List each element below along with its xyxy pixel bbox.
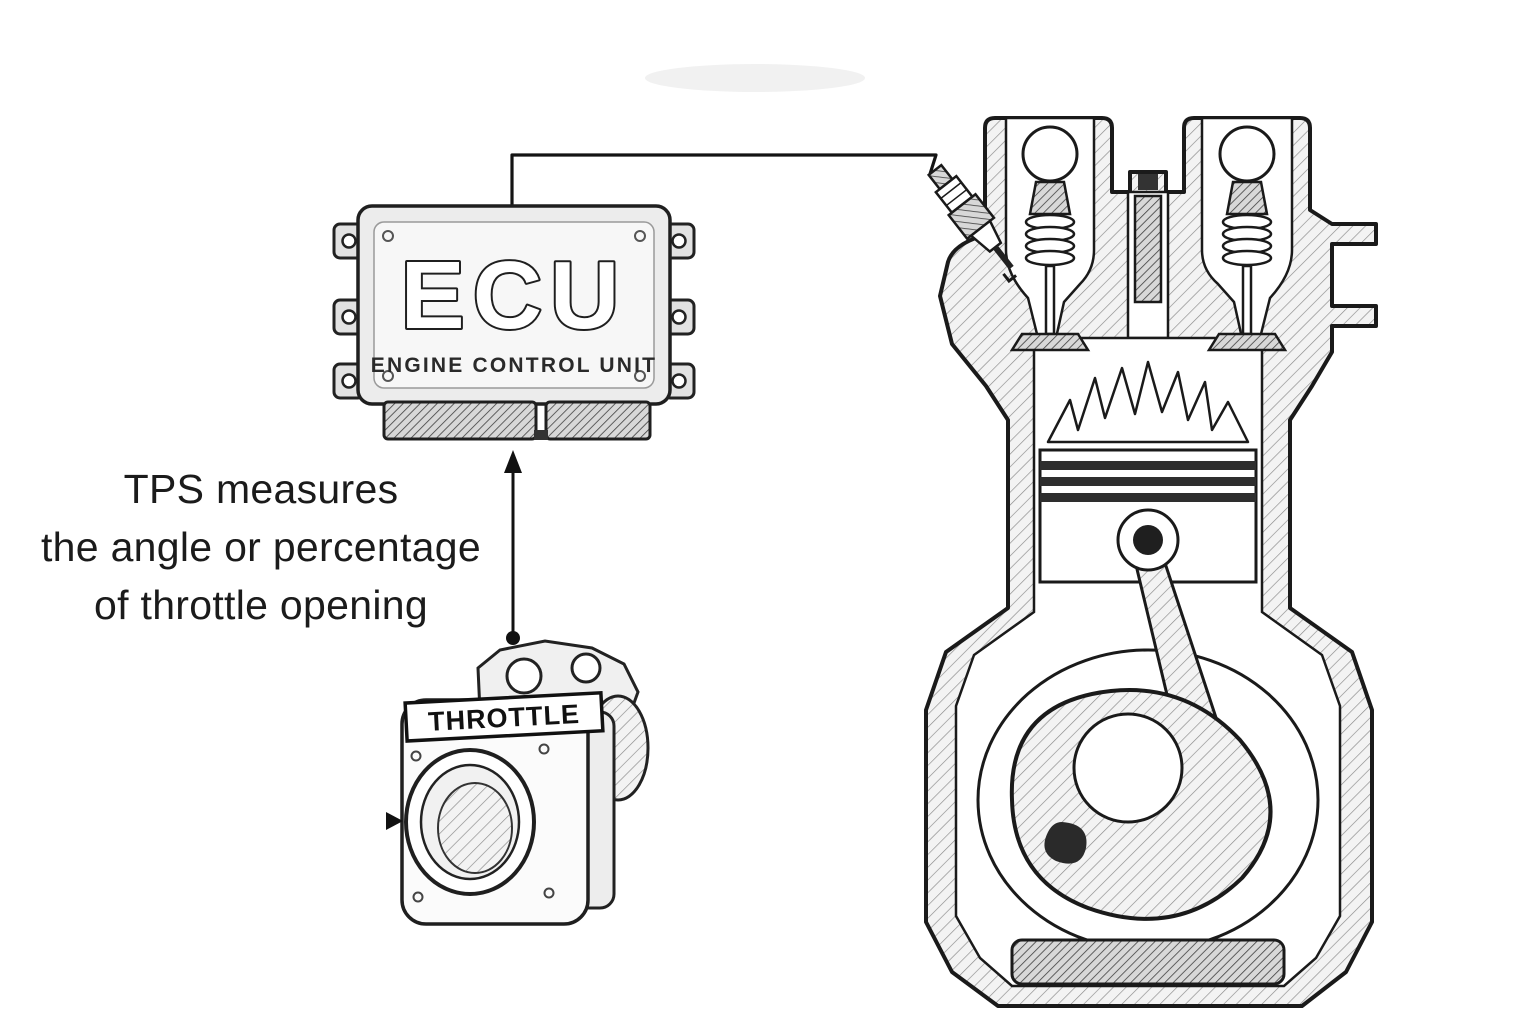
counterweight-lobe [1044,822,1087,864]
throttle-bore [404,748,536,896]
ecu-module: ECU ENGINE CONTROL UNIT [332,204,696,441]
ecu-faceplate [373,221,655,389]
ecu-connectors [382,400,652,441]
ecu-title: ECU [401,242,628,349]
annotation-line-1: TPS measures [123,466,399,512]
annotation-line-2: the angle or percentage [40,524,481,571]
ecu-face-screws [382,230,646,382]
throttle-top-boss-1 [505,657,543,695]
intake-valve [1009,125,1091,352]
ecu-to-engine-wire [510,153,938,208]
oil-pan [1010,938,1286,986]
spark-plug [926,163,1018,284]
throttle-banner: THROTTLE [403,690,605,743]
tps-annotation: TPS measures the angle or percentage of … [0,460,522,635]
wrist-pin [1116,508,1180,572]
center-boss-cap [1138,174,1158,190]
combustion-flame [1046,360,1250,444]
exhaust-valve [1206,125,1288,352]
arrow-origin-dot [506,631,520,645]
arrow-right-icon [386,812,403,830]
throttle-body: THROTTLE [386,639,650,926]
background-smudge [645,64,865,92]
throttle-top-boss-2 [570,652,602,684]
annotation-line-3: of throttle opening [94,582,428,629]
engine-cross-section [924,116,1378,1008]
crankshaft [1009,688,1273,921]
ecu-subtitle: ENGINE CONTROL UNIT [371,354,657,377]
arrow-up-icon [504,450,522,473]
throttle-screws [410,743,555,903]
center-boss [1133,194,1163,304]
tps-arrow [504,450,522,645]
